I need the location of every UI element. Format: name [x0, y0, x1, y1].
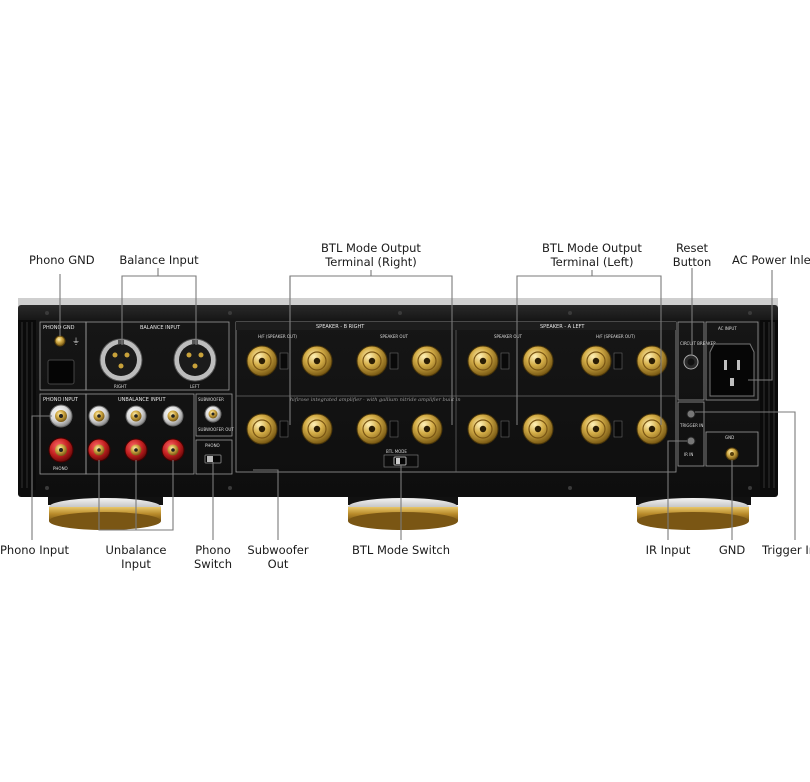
speaker-binding-post[interactable]	[522, 345, 554, 377]
balance-input-panel-label: BALANCE INPUT	[140, 325, 181, 331]
gnd-panel-label: GND	[725, 435, 734, 440]
callout-unbalance-input: Unbalance Input	[105, 543, 167, 571]
ground-symbol-icon: ⏚	[72, 337, 80, 346]
ac-power-inlet[interactable]	[709, 343, 755, 397]
unbalance-rca-white-2[interactable]	[125, 405, 147, 427]
xlr-right-label: RIGHT	[114, 384, 127, 389]
callout-reset-button: Reset Button	[672, 241, 712, 269]
unbalance-rca-red-1[interactable]	[87, 438, 111, 462]
phono-rca-red[interactable]	[48, 437, 74, 463]
speaker-binding-post[interactable]	[636, 345, 668, 377]
panel-tagline: hifirose integrated amplifier · with gal…	[290, 397, 461, 403]
speaker-binding-post[interactable]	[580, 413, 612, 445]
unbalance-input-panel-label: UNBALANCE INPUT	[118, 397, 166, 403]
heatsink-right	[760, 320, 778, 490]
speaker-binding-posts	[246, 345, 668, 445]
terminal-bridge-plate	[613, 420, 623, 438]
callout-phono-input: Phono Input	[0, 543, 70, 557]
phono-switch-knob[interactable]	[207, 456, 213, 462]
terminal-bridge-plate	[279, 352, 289, 370]
speaker-binding-post[interactable]	[411, 413, 443, 445]
phono-rca-label: PHONO	[53, 466, 68, 471]
unbalance-rca-white-1[interactable]	[88, 405, 110, 427]
hf-speaker-out-label-right: H/F (SPEAKER OUT)	[258, 334, 297, 339]
phono-switch-panel-label: PHONO	[205, 443, 220, 448]
speaker-out-label-right: SPEAKER OUT	[380, 334, 408, 339]
foot-left	[48, 497, 163, 530]
callout-ir-input: IR Input	[645, 543, 691, 557]
top-cover	[18, 298, 778, 308]
subwoofer-panel-label: SUBWOOFER	[198, 397, 224, 402]
callout-btl-right: BTL Mode Output Terminal (Right)	[321, 241, 421, 269]
speaker-binding-post[interactable]	[522, 413, 554, 445]
foot-right	[636, 497, 751, 530]
speaker-binding-post[interactable]	[356, 413, 388, 445]
ir-in-jack[interactable]	[686, 436, 696, 446]
phono-input-panel-label: PHONO INPUT	[43, 397, 79, 403]
callout-gnd: GND	[718, 543, 746, 557]
speaker-binding-post[interactable]	[636, 413, 668, 445]
trigger-in-jack[interactable]	[686, 409, 696, 419]
subwoofer-out-label: SUBWOOFER OUT	[198, 427, 234, 432]
speaker-left-header: SPEAKER - A LEFT	[540, 324, 585, 330]
btl-mode-switch-knob[interactable]	[396, 458, 400, 464]
terminal-bridge-plate	[389, 352, 399, 370]
ac-input-section: AC INPUT	[705, 321, 759, 401]
xlr-right-connector[interactable]	[99, 338, 143, 382]
subwoofer-out-rca[interactable]	[204, 405, 222, 423]
heatsink-left	[18, 320, 36, 490]
callout-lines	[31, 268, 796, 540]
speaker-right-header: SPEAKER - B RIGHT	[316, 324, 365, 330]
callout-btl-switch: BTL Mode Switch	[352, 543, 450, 557]
terminal-bridge-plate	[500, 352, 510, 370]
speaker-binding-post[interactable]	[467, 413, 499, 445]
phono-switch-section: PHONO	[195, 439, 233, 475]
speaker-binding-post[interactable]	[467, 345, 499, 377]
speaker-binding-post[interactable]	[301, 345, 333, 377]
unbalance-rca-white-3[interactable]	[162, 405, 184, 427]
btl-mode-panel-label: BTL MODE	[386, 449, 407, 454]
circuit-breaker-label: CIRCUIT BREAKER	[680, 341, 716, 346]
callout-phono-gnd: Phono GND	[29, 253, 95, 267]
speaker-out-label-left: SPEAKER OUT	[494, 334, 522, 339]
xlr-left-connector[interactable]	[173, 338, 217, 382]
speaker-binding-post[interactable]	[246, 413, 278, 445]
unbalance-rca-red-3[interactable]	[161, 438, 185, 462]
phono-gnd-terminal[interactable]	[54, 335, 66, 347]
speaker-binding-post[interactable]	[580, 345, 612, 377]
trigger-in-panel-label: TRIGGER IN	[679, 423, 703, 428]
foot-center	[348, 497, 458, 530]
callout-trigger-in: Trigger In	[762, 543, 810, 557]
terminal-bridge-plate	[279, 420, 289, 438]
callout-subwoofer-out: Subwoofer Out	[247, 543, 309, 571]
callout-phono-switch: Phono Switch	[193, 543, 233, 571]
ir-in-panel-label: IR IN	[684, 452, 693, 457]
terminal-bridge-plate	[389, 420, 399, 438]
subwoofer-section: SUBWOOFER SUBWOOFER OUT	[195, 393, 234, 437]
phono-rca-white[interactable]	[49, 404, 73, 428]
terminal-bridge-plate	[500, 420, 510, 438]
speaker-binding-post[interactable]	[301, 413, 333, 445]
balance-input-section: BALANCE INPUT RIGHT LEFT	[85, 321, 230, 391]
speaker-binding-post[interactable]	[411, 345, 443, 377]
reset-button-cap[interactable]	[687, 358, 695, 366]
hf-speaker-out-label-left: H/F (SPEAKER OUT)	[596, 334, 635, 339]
unbalance-rca-red-2[interactable]	[124, 438, 148, 462]
speaker-binding-post[interactable]	[356, 345, 388, 377]
callout-ac-power-inlet: AC Power Inlet	[732, 253, 810, 267]
callout-balance-input: Balance Input	[119, 253, 199, 267]
callout-btl-left: BTL Mode Output Terminal (Left)	[542, 241, 642, 269]
speaker-terminal-area: SPEAKER - B RIGHT SPEAKER - A LEFT H/F (…	[235, 321, 677, 473]
terminal-bridge-plate	[613, 352, 623, 370]
ac-input-panel-label: AC INPUT	[718, 326, 737, 331]
xlr-left-label: LEFT	[190, 384, 200, 389]
chassis-screws	[45, 311, 752, 490]
reset-section: CIRCUIT BREAKER	[677, 321, 716, 401]
speaker-binding-post[interactable]	[246, 345, 278, 377]
phono-gnd-plate	[47, 359, 75, 385]
phono-gnd-panel-label: PHONO GND	[43, 325, 75, 331]
